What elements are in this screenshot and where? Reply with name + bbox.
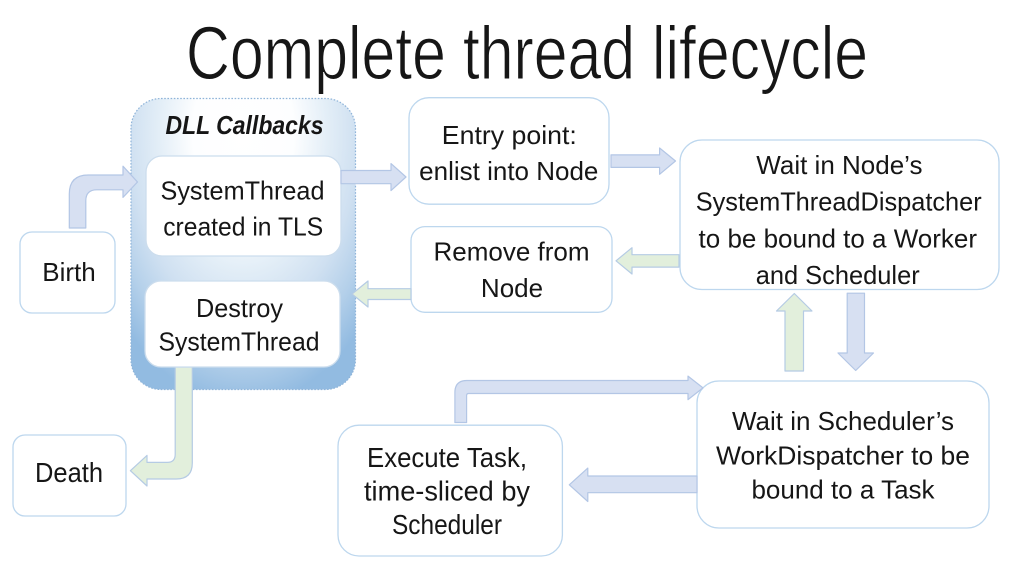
- svg-text:to be bound to a Worker: to be bound to a Worker: [699, 223, 978, 253]
- svg-text:Remove from: Remove from: [433, 237, 589, 267]
- svg-text:Wait in Scheduler’s: Wait in Scheduler’s: [732, 406, 954, 436]
- svg-text:SystemThreadDispatcher: SystemThreadDispatcher: [696, 187, 982, 217]
- svg-text:Death: Death: [35, 457, 103, 488]
- svg-text:Execute Task,: Execute Task,: [367, 442, 527, 473]
- svg-text:Birth: Birth: [42, 257, 95, 287]
- svg-text:Entry point:: Entry point:: [442, 120, 577, 150]
- svg-text:Node: Node: [481, 273, 543, 303]
- svg-text:Destroy: Destroy: [196, 293, 283, 323]
- svg-text:Wait in Node’s: Wait in Node’s: [756, 150, 922, 180]
- svg-text:Complete thread lifecycle: Complete thread lifecycle: [186, 11, 868, 95]
- svg-text:enlist into Node: enlist into Node: [419, 156, 598, 186]
- svg-text:and Scheduler: and Scheduler: [756, 260, 920, 290]
- svg-text:WorkDispatcher to be: WorkDispatcher to be: [716, 441, 970, 471]
- svg-text:SystemThread: SystemThread: [161, 176, 325, 206]
- svg-text:time-sliced by: time-sliced by: [364, 475, 530, 506]
- svg-text:created in TLS: created in TLS: [163, 212, 323, 242]
- svg-text:Scheduler: Scheduler: [392, 509, 502, 540]
- svg-text:SystemThread: SystemThread: [159, 327, 320, 357]
- svg-text:bound to a Task: bound to a Task: [751, 475, 935, 505]
- svg-text:DLL Callbacks: DLL Callbacks: [166, 110, 324, 140]
